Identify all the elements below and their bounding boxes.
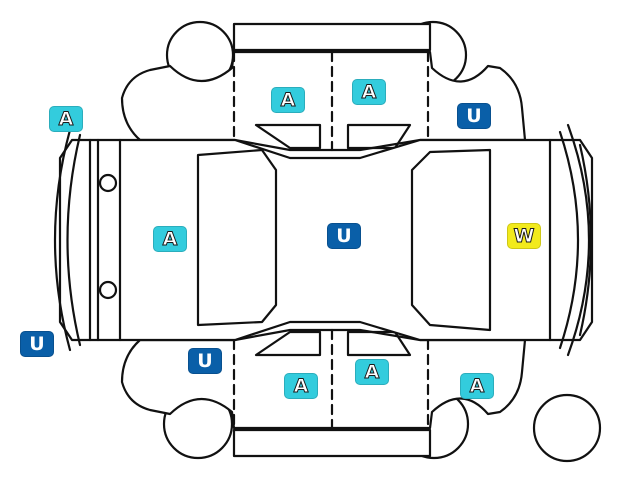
front-bumper <box>53 128 72 352</box>
badge-a-rear-right-corner: A <box>460 373 494 399</box>
rear-bumper <box>578 143 593 337</box>
spare-wheel <box>532 393 602 463</box>
windshield <box>196 148 278 327</box>
badge-a-front-door-left: A <box>271 87 305 113</box>
side-window <box>254 123 322 150</box>
side-panel-right <box>120 328 527 430</box>
front-bumper <box>66 133 82 347</box>
badge-a-rear-door-left: A <box>352 79 386 105</box>
badge-a-rear-door-right: A <box>284 373 318 399</box>
side-window <box>254 330 322 357</box>
badge-u-front-right-corner: U <box>20 331 54 357</box>
headlight-left <box>98 173 118 193</box>
badge-u-rear-left-corner: U <box>457 103 491 129</box>
car-body <box>58 138 594 342</box>
badge-a-front-left-corner: A <box>49 106 83 132</box>
badge-w-trunk: W <box>507 223 541 249</box>
badge-u-front-door-right: U <box>188 348 222 374</box>
roof-rail-right <box>232 428 432 458</box>
rear-bumper <box>558 130 580 350</box>
badge-a-hood: A <box>153 226 187 252</box>
badge-a-front-door-right: A <box>355 359 389 385</box>
rear-bumper <box>566 123 591 357</box>
side-panel-left <box>120 50 527 152</box>
rear-window <box>410 148 492 332</box>
roof-rail-left <box>232 22 432 52</box>
badge-u-roof: U <box>327 223 361 249</box>
headlight-right <box>98 280 118 300</box>
